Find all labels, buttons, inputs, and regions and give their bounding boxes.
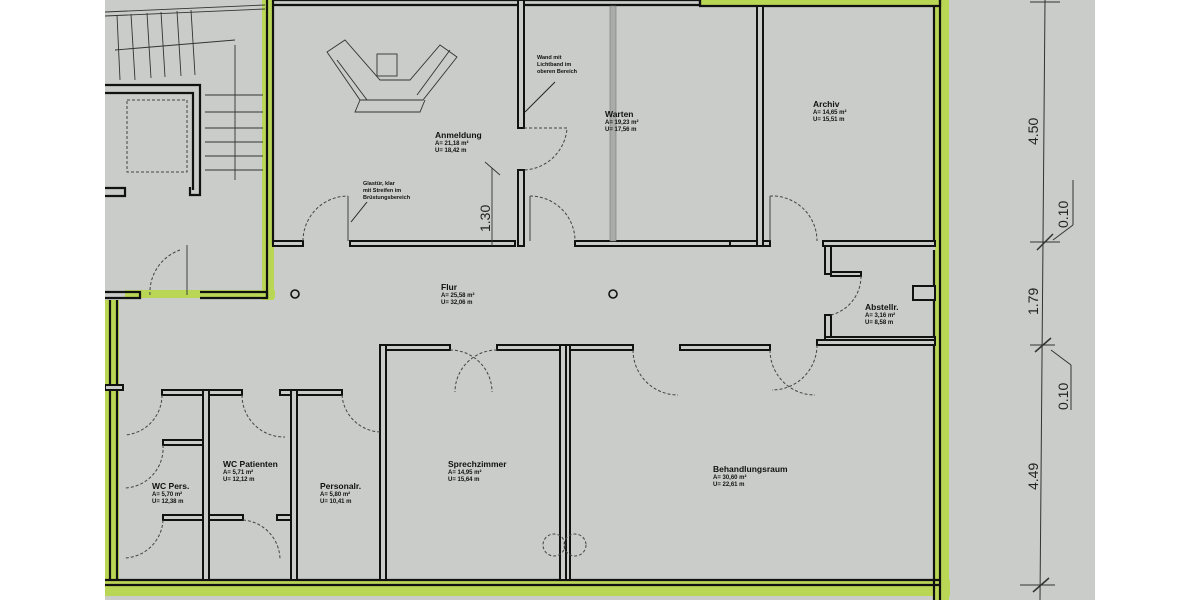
note-line: Brüstungsbereich	[363, 195, 411, 202]
door-swing	[341, 394, 381, 433]
room-label-personalraum: Personalr. A= 5,80 m² U= 10,41 m	[320, 481, 362, 506]
dimension-1-79: 1.79	[1025, 287, 1041, 315]
room-name: Behandlungsraum	[713, 464, 788, 474]
room-label-flur: Flur A= 25,58 m² U= 32,06 m	[441, 282, 475, 307]
door-swing	[302, 195, 349, 242]
room-area: A= 5,70 m²	[152, 491, 183, 498]
door-swing	[149, 249, 181, 296]
note-line: Lichtband im	[537, 62, 572, 69]
door-swing	[449, 349, 493, 393]
door-swing	[241, 394, 286, 438]
room-perimeter: U= 22,61 m	[713, 481, 745, 488]
door-swing	[632, 349, 679, 396]
staircase	[105, 4, 266, 180]
door-swing	[769, 349, 816, 396]
door-swing	[523, 127, 568, 171]
door-swing	[124, 444, 164, 489]
room-area: A= 3,16 m²	[865, 312, 896, 319]
exterior-wall-highlight-right	[935, 0, 949, 600]
door-swing	[769, 195, 818, 242]
room-label-wc-personal: WC Pers. A= 5,70 m² U= 12,38 m	[152, 481, 190, 506]
room-area: A= 25,58 m²	[441, 292, 475, 299]
door-swing	[242, 519, 281, 561]
exterior-wall-highlight-top	[700, 0, 940, 6]
room-area: A= 14,65 m²	[813, 109, 847, 116]
room-area: A= 21,18 m²	[435, 140, 469, 147]
reception-desk	[326, 39, 458, 113]
room-perimeter: U= 8,58 m	[865, 319, 894, 326]
door-swing	[830, 275, 862, 316]
room-name: Warten	[605, 109, 634, 119]
note-line: oberen Bereich	[537, 69, 578, 76]
exterior-wall-highlight-bottom	[105, 580, 950, 596]
room-label-abstellraum: Abstellr. A= 3,16 m² U= 8,58 m	[865, 302, 899, 327]
room-name: WC Patienten	[223, 459, 278, 469]
room-label-sprechzimmer: Sprechzimmer A= 14,95 m² U= 15,64 m	[448, 459, 507, 484]
stair-wall-highlight	[125, 290, 275, 298]
door-swing	[529, 195, 576, 242]
elevator-shaft	[105, 83, 202, 198]
room-area: A= 19,23 m²	[605, 119, 639, 126]
room-name: Personalr.	[320, 481, 362, 491]
room-area: A= 5,71 m²	[223, 469, 254, 476]
room-area: A= 14,95 m²	[448, 469, 482, 476]
dimension-0-10-lower: 0.10	[1055, 382, 1071, 410]
note-line: mit Streifen im	[363, 188, 402, 195]
note-light-band-wall: Wand mit Lichtband im oberen Bereich	[537, 55, 577, 76]
exterior-wall-highlight-left	[105, 300, 119, 590]
note-line: Glastür, klar	[363, 181, 395, 187]
room-label-anmeldung: Anmeldung A= 21,18 m² U= 18,42 m	[435, 130, 482, 155]
room-perimeter: U= 17,56 m	[605, 126, 637, 133]
floor-plan-drawing	[105, 0, 950, 600]
door-stop	[542, 533, 566, 557]
dimension-1-30: 1.30	[477, 204, 493, 232]
abstellraum-walls	[824, 245, 936, 343]
note-line: Wand mit	[537, 55, 562, 61]
room-name: Archiv	[813, 99, 840, 109]
room-perimeter: U= 10,41 m	[320, 498, 352, 505]
room-name: Abstellr.	[865, 302, 899, 312]
note-glass-door: Glastür, klar mit Streifen im Brüstungsb…	[363, 181, 410, 202]
room-name: Flur	[441, 282, 458, 292]
room-perimeter: U= 18,42 m	[435, 147, 467, 154]
room-label-wc-patienten: WC Patienten A= 5,71 m² U= 12,12 m	[223, 459, 278, 484]
room-perimeter: U= 12,12 m	[223, 476, 255, 483]
room-perimeter: U= 15,51 m	[813, 116, 845, 123]
room-label-warten: Warten A= 19,23 m² U= 17,56 m	[605, 109, 639, 134]
room-perimeter: U= 32,06 m	[441, 299, 473, 306]
dimension-4-49: 4.49	[1025, 462, 1041, 490]
column	[290, 289, 300, 299]
column	[608, 289, 618, 299]
door-swing	[124, 394, 163, 436]
room-area: A= 30,60 m²	[713, 474, 747, 481]
room-name: Sprechzimmer	[448, 459, 507, 469]
room-perimeter: U= 15,64 m	[448, 476, 480, 483]
room-perimeter: U= 12,38 m	[152, 498, 184, 505]
door-stop	[563, 533, 587, 557]
dimension-4-50: 4.50	[1025, 117, 1041, 145]
room-name: Anmeldung	[435, 130, 482, 140]
room-name: WC Pers.	[152, 481, 190, 491]
door-swing	[124, 519, 164, 559]
dimension-0-10-upper: 0.10	[1055, 200, 1071, 228]
floor-plan-sheet: Anmeldung A= 21,18 m² U= 18,42 m Warten …	[105, 0, 1095, 600]
room-area: A= 5,80 m²	[320, 491, 351, 498]
room-label-archiv: Archiv A= 14,65 m² U= 15,51 m	[813, 99, 847, 124]
room-label-behandlungsraum: Behandlungsraum A= 30,60 m² U= 22,61 m	[713, 464, 788, 489]
light-band-wall	[609, 5, 617, 242]
